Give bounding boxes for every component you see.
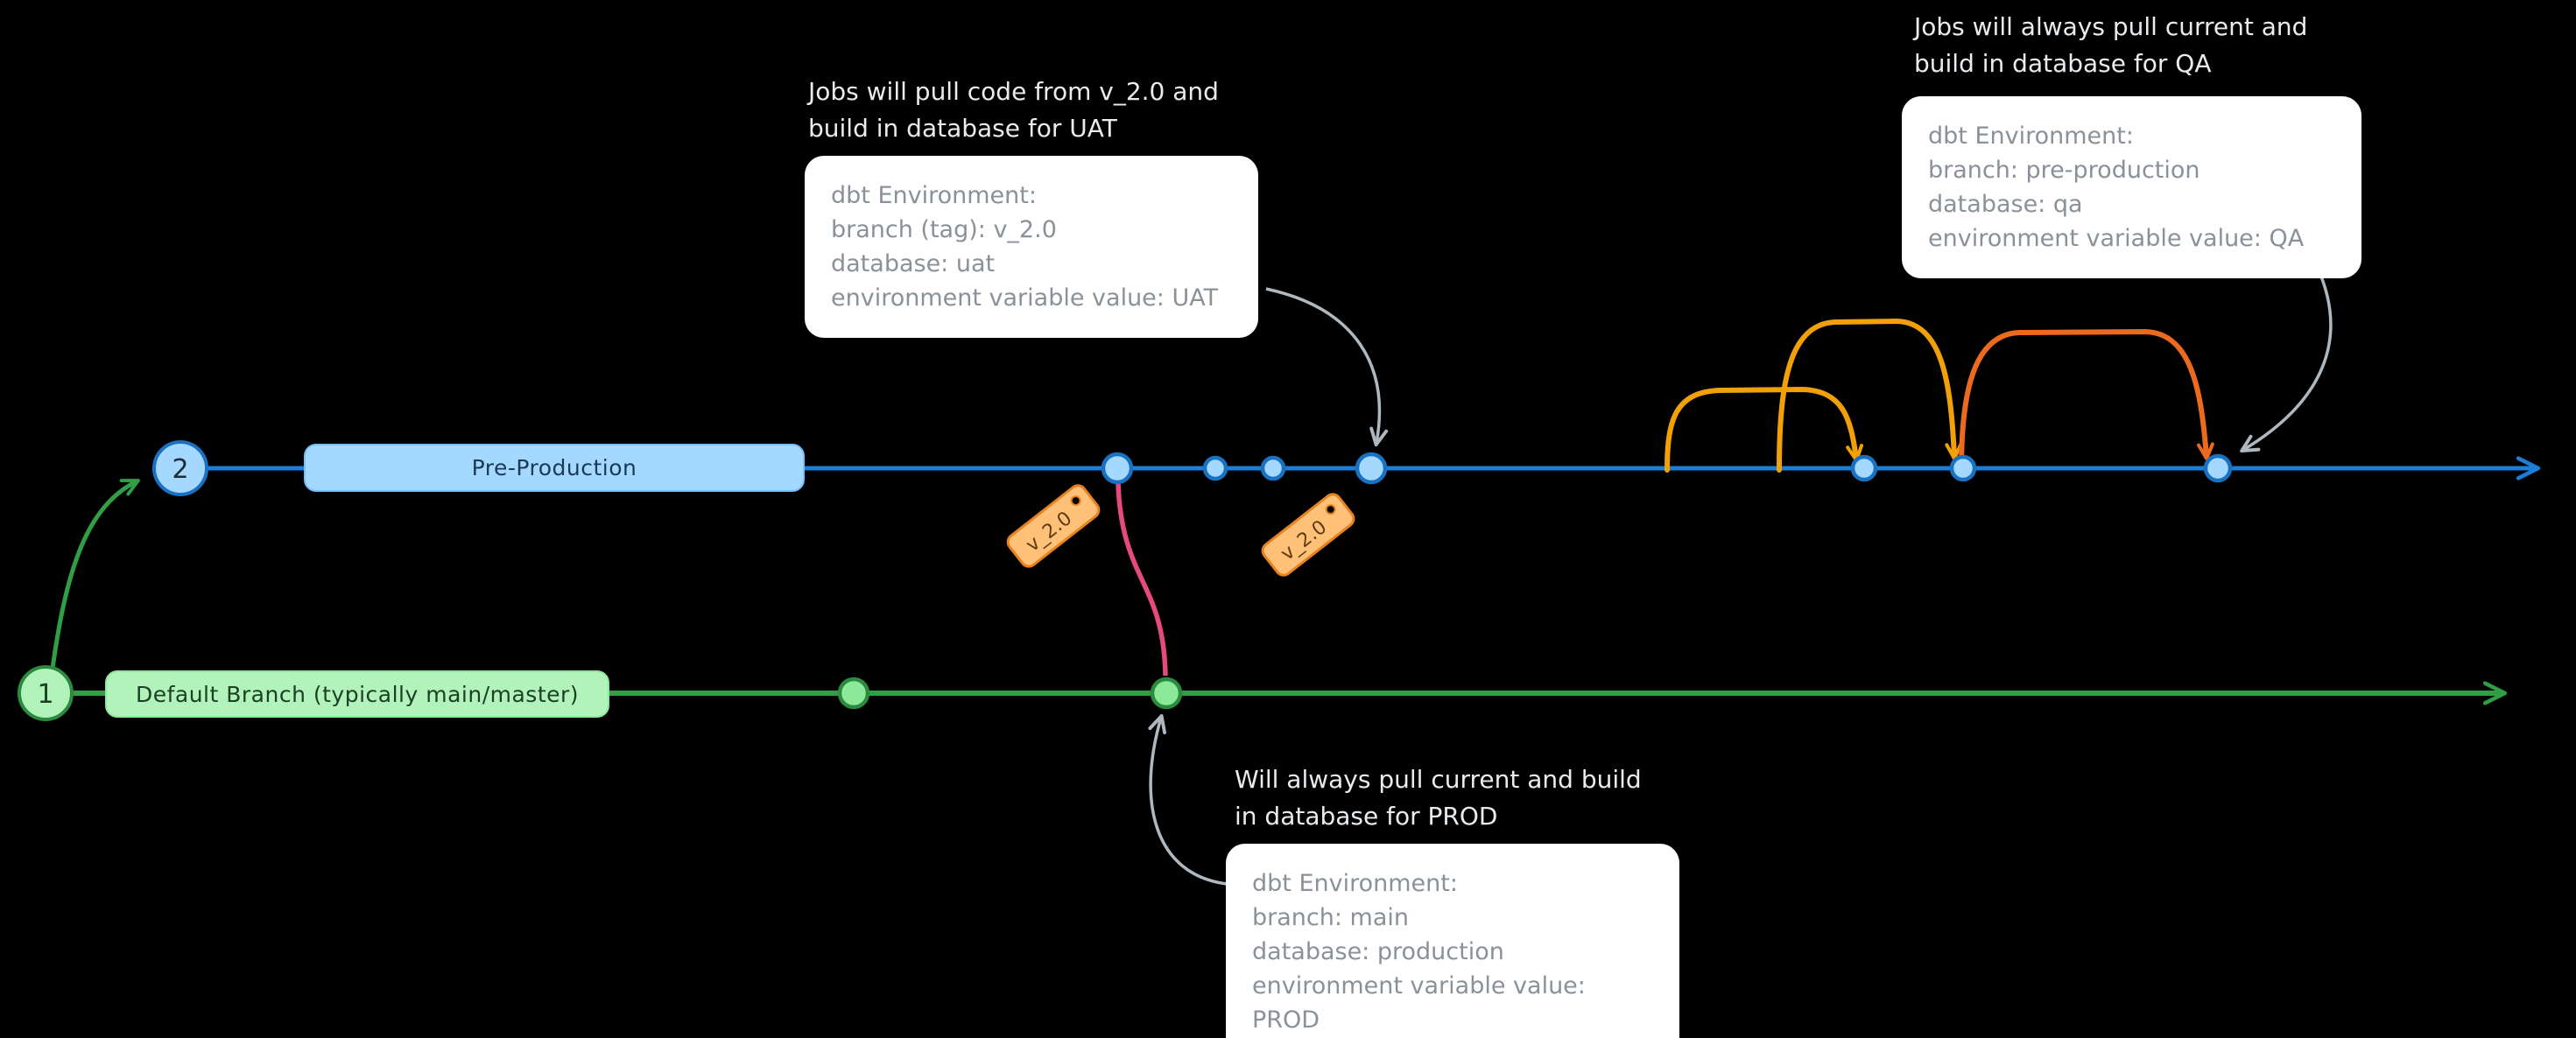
uat-annotation-line1: Jobs will pull code from v_2.0 and [808,77,1219,106]
job-run-arc-3 [1959,328,2214,473]
uat-callout-line: dbt Environment: [831,182,1037,209]
branch-marker-2: 2 [152,440,208,496]
job-run-arc-2 [1777,318,1963,473]
uat-annotation: Jobs will pull code from v_2.0 and build… [808,74,1219,147]
branch-marker-1: 1 [18,665,74,721]
branch-marker-2-circle [152,440,208,496]
uat-annotation-line2: build in database for UAT [808,114,1117,143]
pre-production-branch-label: Pre-Production [304,444,805,492]
prod-annotation-line2: in database for PROD [1235,802,1498,831]
prod-callout-arrow [1148,713,1228,886]
qa-annotation-line2: build in database for QA [1914,49,2212,78]
qa-annotation-line1: Jobs will always pull current and [1914,12,2308,41]
version-tag-2: v_2.0 [1261,493,1355,577]
prod-callout-line: database: production [1252,938,1504,965]
qa-callout-line: branch: pre-production [1928,157,2200,184]
qa-callout: dbt Environment: branch: pre-production … [1902,96,2361,278]
prod-callout-line: environment variable value: PROD [1252,972,1586,1034]
version-tag-1: v_2.0 [1006,484,1101,568]
commit-dot [1101,452,1134,485]
qa-callout-arrow [2240,265,2333,453]
prod-annotation: Will always pull current and build in da… [1235,761,1642,835]
default-branch-label: Default Branch (typically main/master) [105,670,609,718]
prod-annotation-line1: Will always pull current and build [1235,765,1642,794]
pre-production-branch-label-text: Pre-Production [471,455,637,480]
commit-dot [837,677,870,710]
commit-dot [1202,455,1228,481]
commit-dot [1850,454,1878,482]
default-branch-commits [837,677,1183,710]
prod-callout: dbt Environment: branch: main database: … [1226,844,1679,1038]
prod-callout-line: branch: main [1252,904,1409,931]
commit-dot [1260,455,1286,481]
qa-callout-line: database: qa [1928,191,2083,218]
branch-creation-curve [50,479,140,670]
qa-callout-line: dbt Environment: [1928,123,2134,150]
uat-callout-line: database: uat [831,250,996,277]
qa-annotation: Jobs will always pull current and build … [1914,9,2307,82]
branch-marker-1-circle [18,665,74,721]
branch-marker-2-number: 2 [172,454,188,485]
tag-hole [1070,495,1081,507]
commit-dot [1355,452,1388,485]
uat-callout-line: branch (tag): v_2.0 [831,216,1057,243]
commit-dot [1150,677,1183,710]
commit-dot [1949,454,1977,482]
branch-marker-1-number: 1 [37,679,53,710]
qa-callout-line: environment variable value: QA [1928,225,2305,252]
merge-curve [1116,482,1168,677]
job-run-arc-1 [1665,386,1864,473]
pre-production-commits [1101,452,2233,485]
uat-callout: dbt Environment: branch (tag): v_2.0 dat… [805,156,1258,338]
default-branch-label-text: Default Branch (typically main/master) [135,681,580,707]
uat-callout-line: environment variable value: UAT [831,284,1219,312]
prod-callout-line: dbt Environment: [1252,870,1458,897]
tag-hole [1325,504,1336,515]
uat-callout-arrow [1265,287,1389,447]
commit-dot [2203,453,2233,483]
